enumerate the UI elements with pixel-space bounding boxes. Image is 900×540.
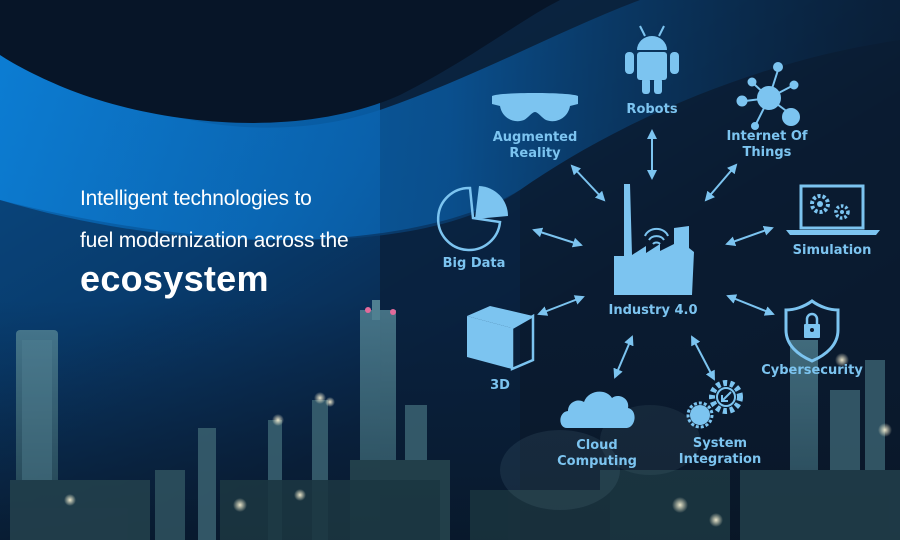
iot-label-line1: Internet Of: [726, 129, 808, 144]
node-label-cybersecurity: Cybersecurity: [761, 363, 863, 379]
node-label-iot: Internet Of Things: [726, 129, 807, 161]
node-label-augmented-reality: Augmented Reality: [493, 130, 578, 162]
augmented-reality-label-line1: Augmented: [492, 130, 578, 145]
simulation-label: Simulation: [792, 243, 872, 258]
node-label-simulation: Simulation: [793, 243, 872, 259]
system-integration-label-line1: System: [692, 436, 748, 451]
cloud-computing-label-line1: Cloud: [576, 438, 618, 453]
node-label-system-integration: System Integration: [679, 436, 761, 468]
3d-label: 3D: [490, 378, 510, 393]
cloud-computing-label-line2: Computing: [557, 454, 637, 469]
node-label-cloud-computing: Cloud Computing: [557, 438, 637, 470]
headline-line-1: Intelligent technologies to: [80, 187, 312, 210]
node-label-robots: Robots: [626, 102, 677, 118]
node-label-3d: 3D: [490, 378, 510, 394]
node-label-big-data: Big Data: [443, 256, 506, 272]
node-label-industry-4: Industry 4.0: [608, 303, 697, 319]
big-data-label: Big Data: [442, 256, 506, 271]
headline-emphasis: ecosystem: [80, 258, 269, 299]
industry-4-label: Industry 4.0: [608, 303, 698, 318]
robots-label: Robots: [626, 102, 678, 117]
augmented-reality-label-line2: Reality: [509, 146, 561, 161]
system-integration-label-line2: Integration: [678, 452, 762, 467]
cybersecurity-label: Cybersecurity: [761, 363, 863, 378]
iot-label-line2: Things: [742, 145, 792, 160]
headline-line-2: fuel modernization across the: [80, 229, 349, 252]
